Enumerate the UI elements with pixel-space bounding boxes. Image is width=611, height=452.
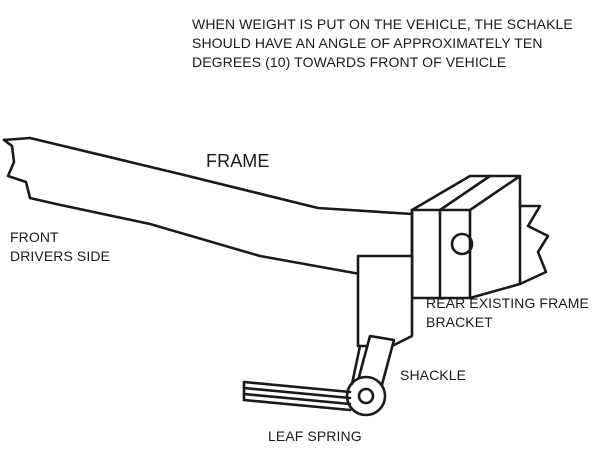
shackle xyxy=(345,334,396,417)
shackle-label: SHACKLE xyxy=(400,367,467,383)
leaf-spring-label: LEAF SPRING xyxy=(268,428,362,444)
note-line: DEGREES (10) TOWARDS FRONT OF VEHICLE xyxy=(192,54,507,70)
rear-frame-bracket xyxy=(410,174,550,300)
frame-label: FRAME xyxy=(206,151,270,171)
note-line: WHEN WEIGHT IS PUT ON THE VEHICLE, THE S… xyxy=(192,16,573,32)
instruction-note: WHEN WEIGHT IS PUT ON THE VEHICLE, THE S… xyxy=(192,15,573,72)
frame-rail xyxy=(2,136,414,284)
rear-frame-bracket-label: REAR EXISTING FRAME BRACKET xyxy=(426,294,589,332)
front-label-line: FRONT xyxy=(10,229,59,245)
frame-end xyxy=(2,136,32,142)
front-drivers-side-label: FRONT DRIVERS SIDE xyxy=(10,228,110,266)
front-label-line: DRIVERS SIDE xyxy=(10,248,110,264)
note-line: SHOULD HAVE AN ANGLE OF APPROXIMATELY TE… xyxy=(192,35,543,51)
bracket-label-line: REAR EXISTING FRAME xyxy=(426,295,589,311)
hanger-bracket xyxy=(356,254,414,348)
leaf-spring xyxy=(242,380,352,412)
bracket-label-line: BRACKET xyxy=(426,314,493,330)
